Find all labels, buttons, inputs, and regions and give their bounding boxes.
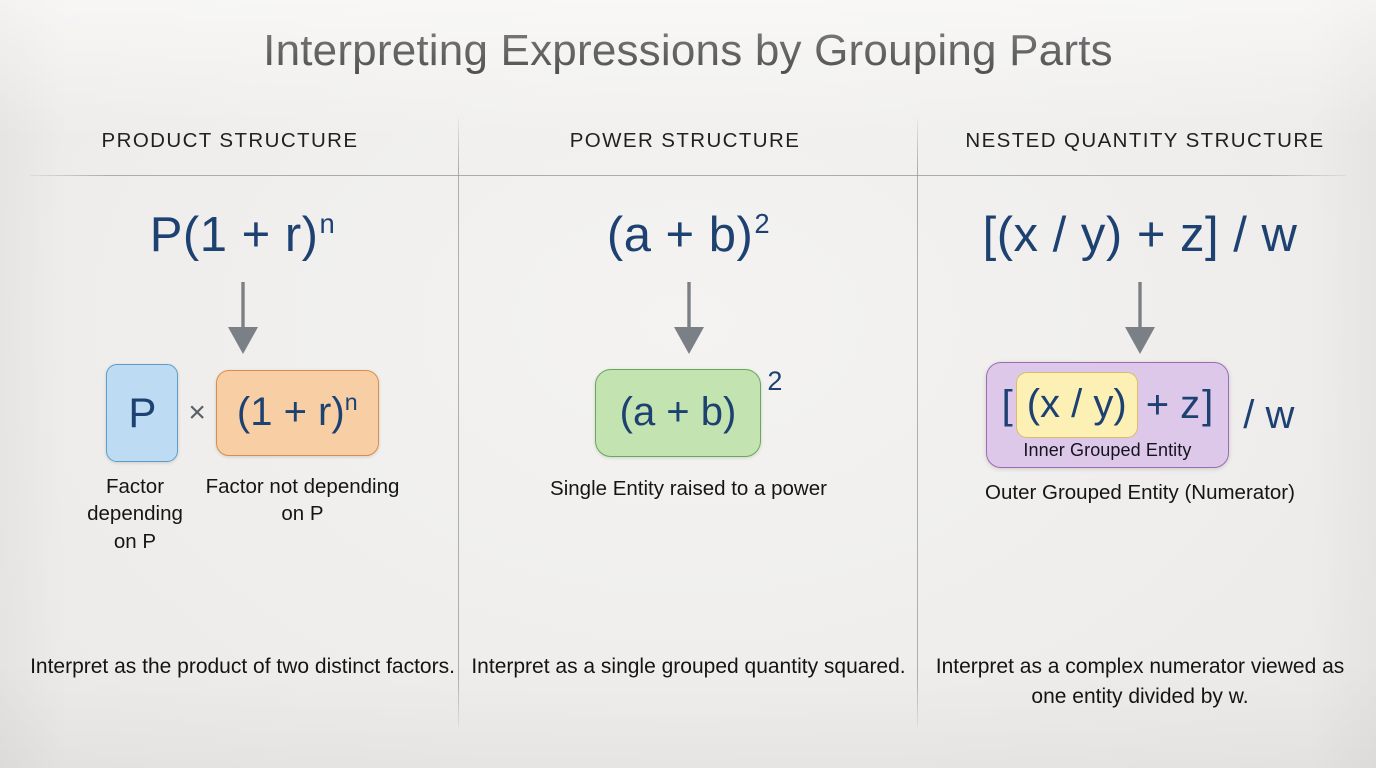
box-purple-outer-grouped-entity[interactable]: [ (x / y) + z ] Inner Grouped Entity [985,362,1230,468]
arrow-container-product [30,274,455,362]
interpretation-nested-quantity-structure: Interpret as a complex numerator viewed … [935,655,1345,709]
page-title: Interpreting Expressions by Grouping Par… [263,26,1113,75]
close-bracket: ] [1202,383,1214,427]
column-divider-1 [458,118,459,727]
caption-green-box: Single Entity raised to a power [550,477,827,500]
down-arrow-icon [673,282,704,354]
box-captions-product: Factor depending on P Factor not dependi… [30,473,455,555]
box-orange-label: (1 + r) [236,390,345,434]
column-header-nested-quantity-structure: NESTED QUANTITY STRUCTURE [965,129,1325,152]
header-divider-rule [30,175,1346,176]
box-green-superscript: 2 [767,366,783,396]
grouped-boxes-product: P × (1 + r)n [30,362,455,464]
box-blue-label: P [128,389,157,436]
caption-purple-box: Outer Grouped Entity (Numerator) [985,480,1295,504]
column-nested-quantity-structure: [(x / y) + z] / w [ (x / y) + z ] Inner … [920,196,1360,506]
arrow-container-nested [920,274,1360,362]
label-inner-grouped-entity: Inner Grouped Entity [1023,440,1192,460]
expression-nested-quantity-structure: [(x / y) + z] / w [920,196,1360,274]
purple-expression-row: [ (x / y) + z ] [1001,372,1215,438]
expression-base: [(x / y) + z] / w [982,207,1298,262]
expression-base: (a + b) [606,207,754,262]
grouped-boxes-nested: [ (x / y) + z ] Inner Grouped Entity / w [920,362,1360,468]
column-divider-2 [917,118,918,727]
down-arrow-icon [227,282,258,354]
open-bracket: [ [1001,383,1013,427]
box-yellow-inner-grouped-entity[interactable]: (x / y) [1015,372,1138,438]
column-header-product-structure: PRODUCT STRUCTURE [101,129,359,152]
interpretation-power-structure: Interpret as a single grouped quantity s… [471,655,906,678]
after-yellow-term: + z [1145,383,1201,427]
expression-base: P(1 + r) [149,207,319,262]
box-green-single-entity[interactable]: (a + b) [594,369,762,457]
box-orange-factor-not-p[interactable]: (1 + r)n [215,370,379,456]
box-green-label: (a + b) [619,390,737,434]
column-product-structure: P(1 + r)n P × (1 + r)n Factor depending … [30,196,455,555]
interpretation-product-structure: Interpret as the product of two distinct… [30,655,455,678]
caption-orange-box: Factor not depending on P [205,475,400,526]
box-yellow-label: (x / y) [1026,382,1127,426]
caption-blue-box: Factor depending on P [87,475,183,553]
arrow-container-power [461,274,916,362]
expression-product-structure: P(1 + r)n [149,207,336,262]
column-header-power-structure: POWER STRUCTURE [569,129,801,152]
box-blue-factor-p[interactable]: P [106,364,179,462]
down-arrow-icon [1125,282,1155,354]
divide-by-w-label: / w [1243,392,1295,437]
column-power-structure: (a + b)2 (a + b) 2 Single Entity raised … [461,196,916,502]
multiplication-operator-icon: × [188,396,206,429]
grouped-boxes-power: (a + b) 2 [461,362,916,464]
expression-power-structure: (a + b)2 [606,207,771,262]
